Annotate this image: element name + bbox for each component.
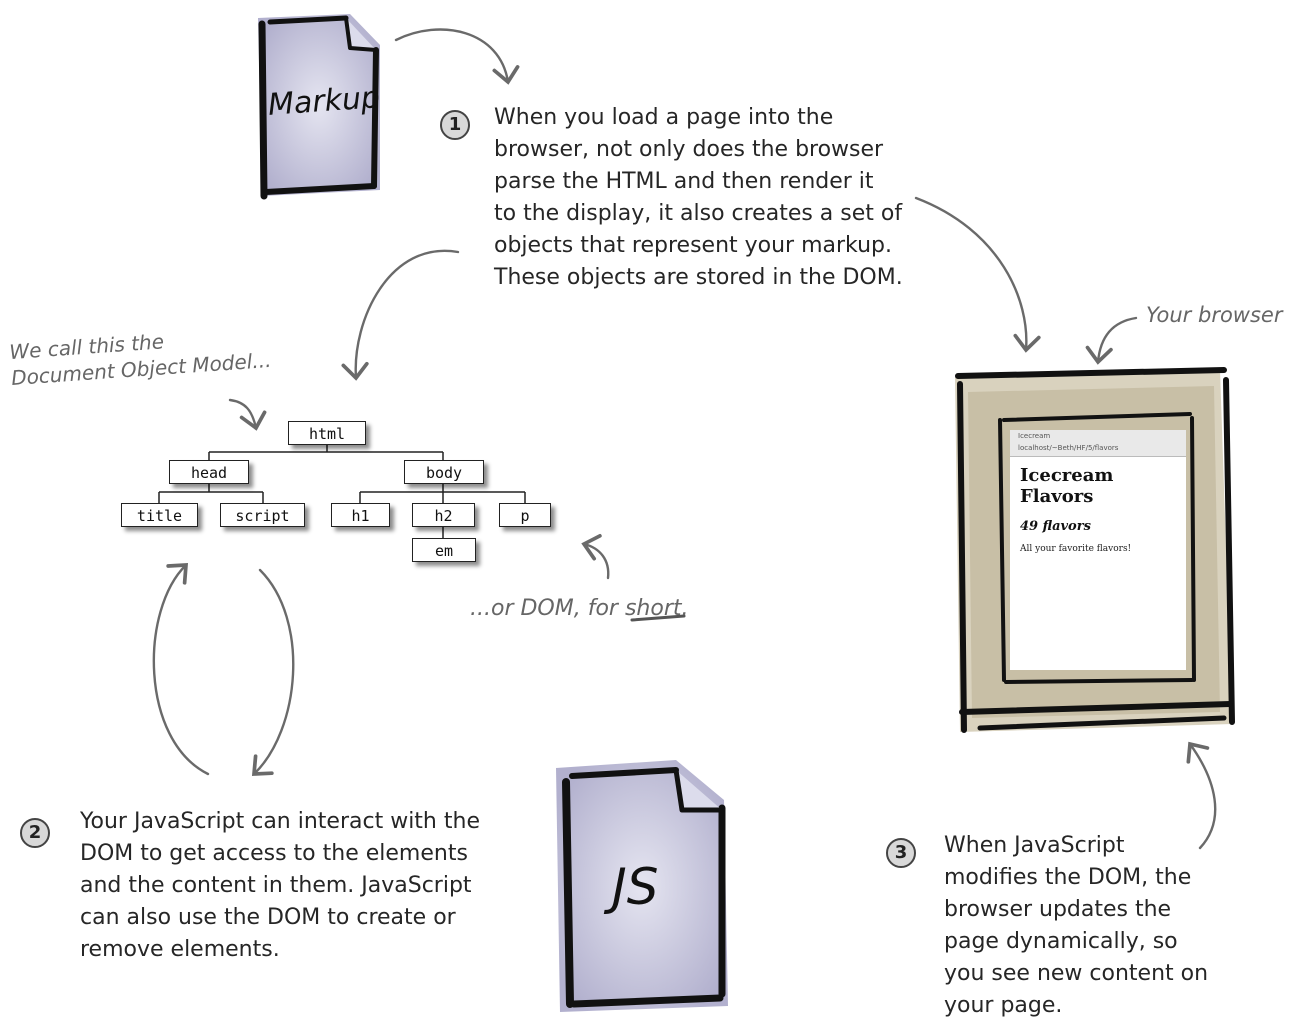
- step-2-line: can also use the DOM to create or: [80, 905, 456, 930]
- node-h2: h2: [412, 503, 475, 527]
- step-3-line: your page.: [944, 993, 1063, 1018]
- step-3-line: When JavaScript: [944, 833, 1125, 858]
- step-2-line: DOM to get access to the elements: [80, 841, 468, 866]
- step-2-line: and the content in them. JavaScript: [80, 873, 472, 898]
- node-h1: h1: [331, 503, 390, 527]
- step-3-text: When JavaScript modifies the DOM, the br…: [944, 830, 1244, 1022]
- step-1-line: When you load a page into the: [494, 105, 834, 130]
- step-1-line: objects that represent your markup.: [494, 233, 893, 258]
- preview-heading: Icecream Flavors: [1020, 465, 1114, 507]
- node-html: html: [288, 421, 366, 445]
- node-head: head: [169, 460, 249, 484]
- step-2-line: Your JavaScript can interact with the: [80, 809, 480, 834]
- step-3-number: 3: [886, 838, 916, 868]
- step-1-line: These objects are stored in the DOM.: [494, 265, 903, 290]
- short-note: ...or DOM, for short.: [470, 596, 689, 622]
- step-2-line: remove elements.: [80, 937, 280, 962]
- node-script: script: [220, 503, 305, 527]
- step-3-line: page dynamically, so: [944, 929, 1178, 954]
- step-1-number: 1: [440, 110, 470, 140]
- browser-address-bar: localhost/~Beth/HF/5/flavors: [1018, 444, 1119, 452]
- node-em: em: [412, 538, 476, 562]
- browser-tab-bar: Icecream localhost/~Beth/HF/5/flavors: [1010, 430, 1186, 457]
- step-1-line: to the display, it also creates a set of: [494, 201, 903, 226]
- step-3-line: you see new content on: [944, 961, 1209, 986]
- short-note-prefix: ...or DOM, for: [470, 596, 625, 621]
- step-2-text: Your JavaScript can interact with the DO…: [80, 806, 500, 966]
- browser-page-preview: Icecream localhost/~Beth/HF/5/flavors Ic…: [1010, 430, 1186, 670]
- markup-document-icon: [258, 14, 380, 200]
- flow-arrows: [152, 28, 1217, 850]
- preview-paragraph: All your favorite flavors!: [1020, 544, 1132, 554]
- dom-tree-connectors: [158, 445, 526, 538]
- step-2-number: 2: [20, 818, 50, 848]
- step-1-line: parse the HTML and then render it: [494, 169, 874, 194]
- step-1-text: When you load a page into the browser, n…: [494, 102, 914, 294]
- short-underline: [630, 614, 686, 622]
- short-note-word: short: [624, 596, 682, 621]
- short-note-suffix: .: [681, 596, 689, 621]
- step-3-line: browser updates the: [944, 897, 1172, 922]
- js-label: JS: [612, 858, 659, 916]
- js-document-icon: [556, 760, 728, 1012]
- your-browser-label: Your browser: [1146, 303, 1283, 327]
- node-body: body: [404, 460, 484, 484]
- browser-tab: Icecream: [1018, 432, 1051, 440]
- step-3-line: modifies the DOM, the: [944, 865, 1192, 890]
- preview-subheading: 49 flavors: [1020, 519, 1091, 534]
- node-p: p: [499, 503, 551, 527]
- step-1-line: browser, not only does the browser: [494, 137, 884, 162]
- node-title: title: [121, 503, 198, 527]
